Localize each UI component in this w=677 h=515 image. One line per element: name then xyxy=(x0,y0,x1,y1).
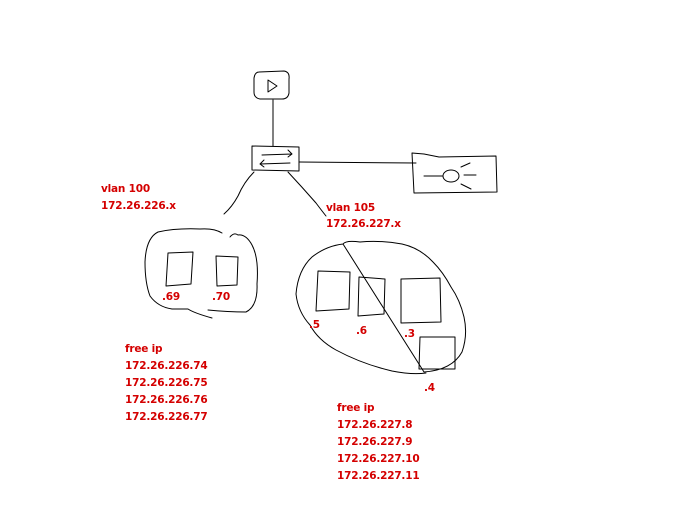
host-box xyxy=(165,251,194,287)
light-beam-icon xyxy=(423,162,477,190)
free-ip-item: 172.26.226.76 xyxy=(125,394,208,406)
vlan100-cloud xyxy=(144,228,258,319)
host-box xyxy=(418,336,456,370)
router-box xyxy=(253,70,290,100)
vlan100-subnet: 172.26.226.x xyxy=(101,200,176,212)
link-switch-vlan100 xyxy=(223,171,255,215)
arrows-icon xyxy=(259,149,293,168)
host-label: .3 xyxy=(404,328,415,340)
host-label: .4 xyxy=(424,382,435,394)
free-ip-item: 172.26.227.8 xyxy=(337,419,413,431)
host-box xyxy=(315,270,351,312)
host-label: .69 xyxy=(162,291,181,303)
host-box xyxy=(400,277,442,324)
free-ip-title: free ip xyxy=(337,402,375,414)
firewall-node xyxy=(411,152,498,194)
switch-node xyxy=(251,145,300,172)
vlan100-free-ip-block: free ip 172.26.226.74 172.26.226.75 172.… xyxy=(125,341,208,426)
link-switch-vlan105 xyxy=(287,171,327,217)
host-label: .6 xyxy=(356,325,367,337)
switch-box xyxy=(251,145,300,172)
vlan100-name: vlan 100 xyxy=(101,183,150,195)
firewall-box xyxy=(411,152,498,194)
link-switch-firewall xyxy=(298,161,417,164)
router-node xyxy=(253,70,290,100)
vlan105-subnet: 172.26.227.x xyxy=(326,218,401,230)
free-ip-item: 172.26.227.10 xyxy=(337,453,420,465)
host-label: .70 xyxy=(212,291,231,303)
play-triangle-icon xyxy=(267,79,278,93)
host-label: .5 xyxy=(309,319,320,331)
vlan105-cloud-outline xyxy=(295,240,467,375)
vlan105-free-ip-block: free ip 172.26.227.8 172.26.227.9 172.26… xyxy=(337,400,420,485)
free-ip-item: 172.26.227.9 xyxy=(337,436,413,448)
vlan100-cloud-outline xyxy=(144,228,258,319)
free-ip-item: 172.26.226.75 xyxy=(125,377,208,389)
host-box xyxy=(215,255,239,287)
free-ip-title: free ip xyxy=(125,343,163,355)
host-box xyxy=(357,276,386,317)
vlan105-cloud xyxy=(295,240,467,375)
free-ip-item: 172.26.226.74 xyxy=(125,360,208,372)
vlan105-name: vlan 105 xyxy=(326,202,375,214)
free-ip-item: 172.26.227.11 xyxy=(337,470,420,482)
free-ip-item: 172.26.226.77 xyxy=(125,411,208,423)
